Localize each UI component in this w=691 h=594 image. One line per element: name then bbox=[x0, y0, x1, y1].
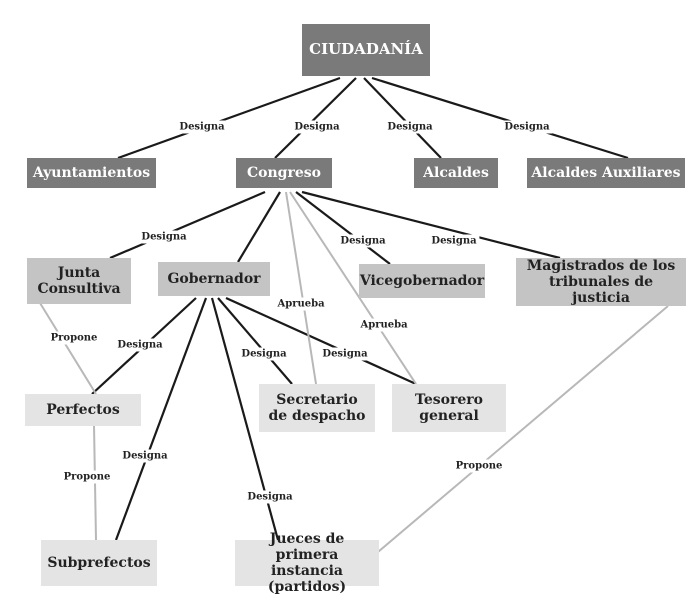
node-secretario: Secretario de despacho bbox=[259, 384, 375, 432]
edge-gobernador-tesorero bbox=[225, 296, 417, 386]
label-designa: Designa bbox=[501, 120, 553, 134]
label-propone: Propone bbox=[47, 331, 101, 345]
node-tesorero: Tesorero general bbox=[392, 384, 506, 432]
label-designa: Designa bbox=[114, 338, 166, 352]
edge-congreso-secretario bbox=[285, 191, 317, 385]
node-ciudadania: CIUDADANÍA bbox=[302, 24, 430, 76]
node-junta-consultiva: Junta Consultiva bbox=[27, 258, 131, 304]
node-perfectos: Perfectos bbox=[25, 394, 141, 426]
node-ayuntamientos: Ayuntamientos bbox=[27, 158, 156, 188]
node-gobernador: Gobernador bbox=[158, 262, 270, 296]
node-subprefectos: Subprefectos bbox=[41, 540, 157, 586]
label-propone: Propone bbox=[452, 459, 506, 473]
edge-congreso-gobernador bbox=[237, 191, 281, 263]
label-designa: Designa bbox=[428, 234, 480, 248]
edge-congreso-tesorero bbox=[289, 191, 417, 385]
node-alcaldes-auxiliares: Alcaldes Auxiliares bbox=[527, 158, 685, 188]
label-designa: Designa bbox=[119, 449, 171, 463]
label-designa: Designa bbox=[138, 230, 190, 244]
label-aprueba: Aprueba bbox=[357, 318, 411, 332]
label-propone: Propone bbox=[60, 470, 114, 484]
label-designa: Designa bbox=[291, 120, 343, 134]
edge-magistrados-jueces bbox=[377, 305, 669, 553]
label-designa: Designa bbox=[319, 347, 371, 361]
edge-congreso-magistrados bbox=[301, 190, 561, 260]
label-aprueba: Aprueba bbox=[274, 297, 328, 311]
node-magistrados: Magistrados de los tribunales de justici… bbox=[516, 258, 686, 306]
node-vicegobernador: Vicegobernador bbox=[359, 264, 485, 298]
edge-congreso-vicegobernador bbox=[295, 191, 391, 265]
edge-ciudadania-congreso bbox=[274, 77, 357, 159]
label-designa: Designa bbox=[238, 347, 290, 361]
edge-junta-perfectos bbox=[39, 302, 97, 395]
edge-ciudadania-alcaldes-aux bbox=[371, 76, 629, 160]
label-designa: Designa bbox=[384, 120, 436, 134]
edge-gobernador-secretario bbox=[217, 297, 293, 385]
edge-ciudadania-ayuntamientos bbox=[117, 76, 341, 160]
edge-gobernador-subprefectos bbox=[114, 297, 208, 541]
label-designa: Designa bbox=[244, 490, 296, 504]
label-designa: Designa bbox=[337, 234, 389, 248]
node-jueces: Jueces de primera instancia (partidos) bbox=[235, 531, 379, 594]
edge-congreso-junta bbox=[109, 190, 266, 260]
label-designa: Designa bbox=[176, 120, 228, 134]
node-congreso: Congreso bbox=[236, 158, 332, 188]
node-alcaldes: Alcaldes bbox=[414, 158, 498, 188]
edge-ciudadania-alcaldes bbox=[363, 77, 442, 159]
